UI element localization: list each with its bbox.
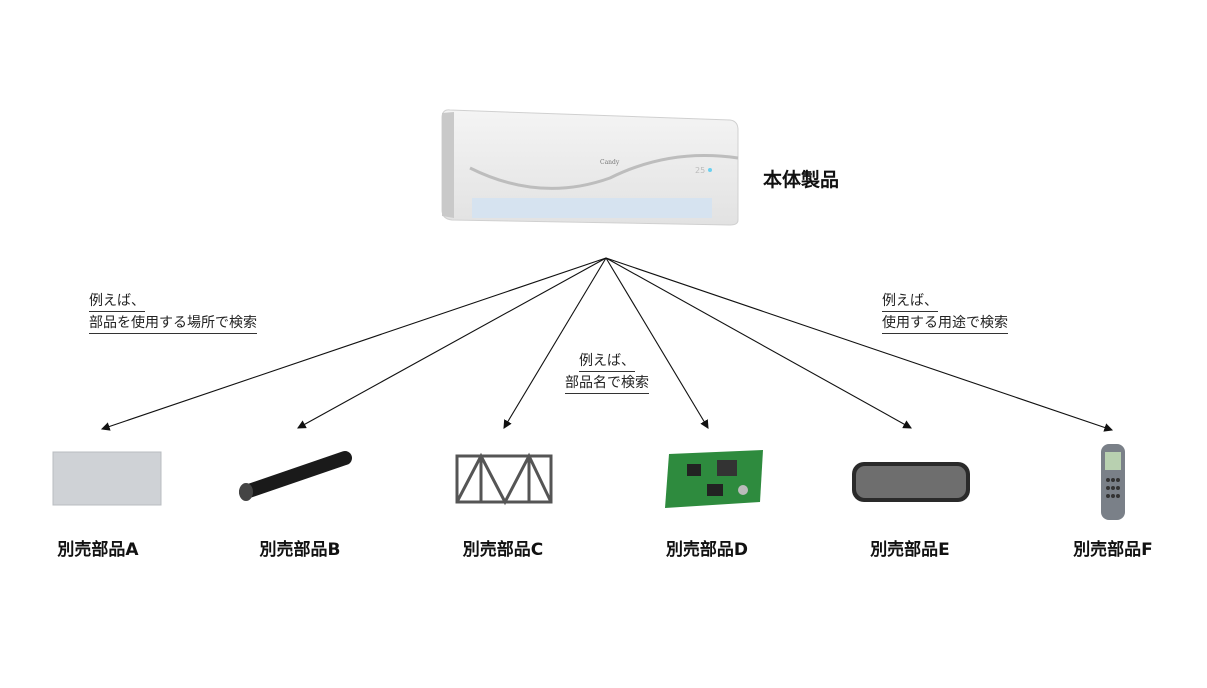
mirror-icon <box>852 462 970 502</box>
arrow-to-part-f <box>605 257 1114 432</box>
remote-control-icon <box>1101 444 1125 520</box>
part-label: 別売部品C <box>462 540 544 560</box>
part-d: 別売部品D <box>617 440 797 560</box>
part-f: 別売部品F <box>1023 440 1203 560</box>
hint-line: 部品名で検索 <box>565 374 649 394</box>
svg-text:Candy: Candy <box>600 159 620 166</box>
part-c: 別売部品C <box>413 440 593 560</box>
circuit-board-icon <box>665 450 763 508</box>
hint-line: 使用する用途で検索 <box>882 314 1008 334</box>
search-hint-purpose: 例えば、 使用する用途で検索 <box>882 290 1008 334</box>
part-label: 別売部品E <box>870 540 950 560</box>
pipe-icon <box>239 451 352 501</box>
hint-line: 例えば、 <box>89 292 145 312</box>
panel-icon <box>52 451 162 506</box>
part-label: 別売部品F <box>1073 540 1153 560</box>
part-label: 別売部品D <box>665 540 749 560</box>
arrow-to-part-b <box>297 257 607 429</box>
part-a: 別売部品A <box>8 440 188 560</box>
part-label: 別売部品A <box>57 540 139 560</box>
truss-frame-icon <box>455 452 553 506</box>
hint-line: 例えば、 <box>579 352 635 372</box>
search-hint-name: 例えば、 部品名で検索 <box>550 350 664 394</box>
part-b: 別売部品B <box>210 440 390 560</box>
hint-line: 部品を使用する場所で検索 <box>89 314 257 334</box>
search-hint-location: 例えば、 部品を使用する場所で検索 <box>89 290 257 334</box>
arrow-to-part-d <box>605 257 709 429</box>
part-e: 別売部品E <box>820 440 1000 560</box>
arrow-to-part-e <box>605 257 912 429</box>
main-product-label: 本体製品 <box>763 169 840 191</box>
air-conditioner-icon: Candy 25 <box>441 109 739 226</box>
part-label: 別売部品B <box>259 540 341 560</box>
arrow-to-part-c <box>503 257 607 429</box>
arrow-to-part-a <box>100 257 607 431</box>
svg-text:25: 25 <box>695 166 705 175</box>
hint-line: 例えば、 <box>882 292 938 312</box>
